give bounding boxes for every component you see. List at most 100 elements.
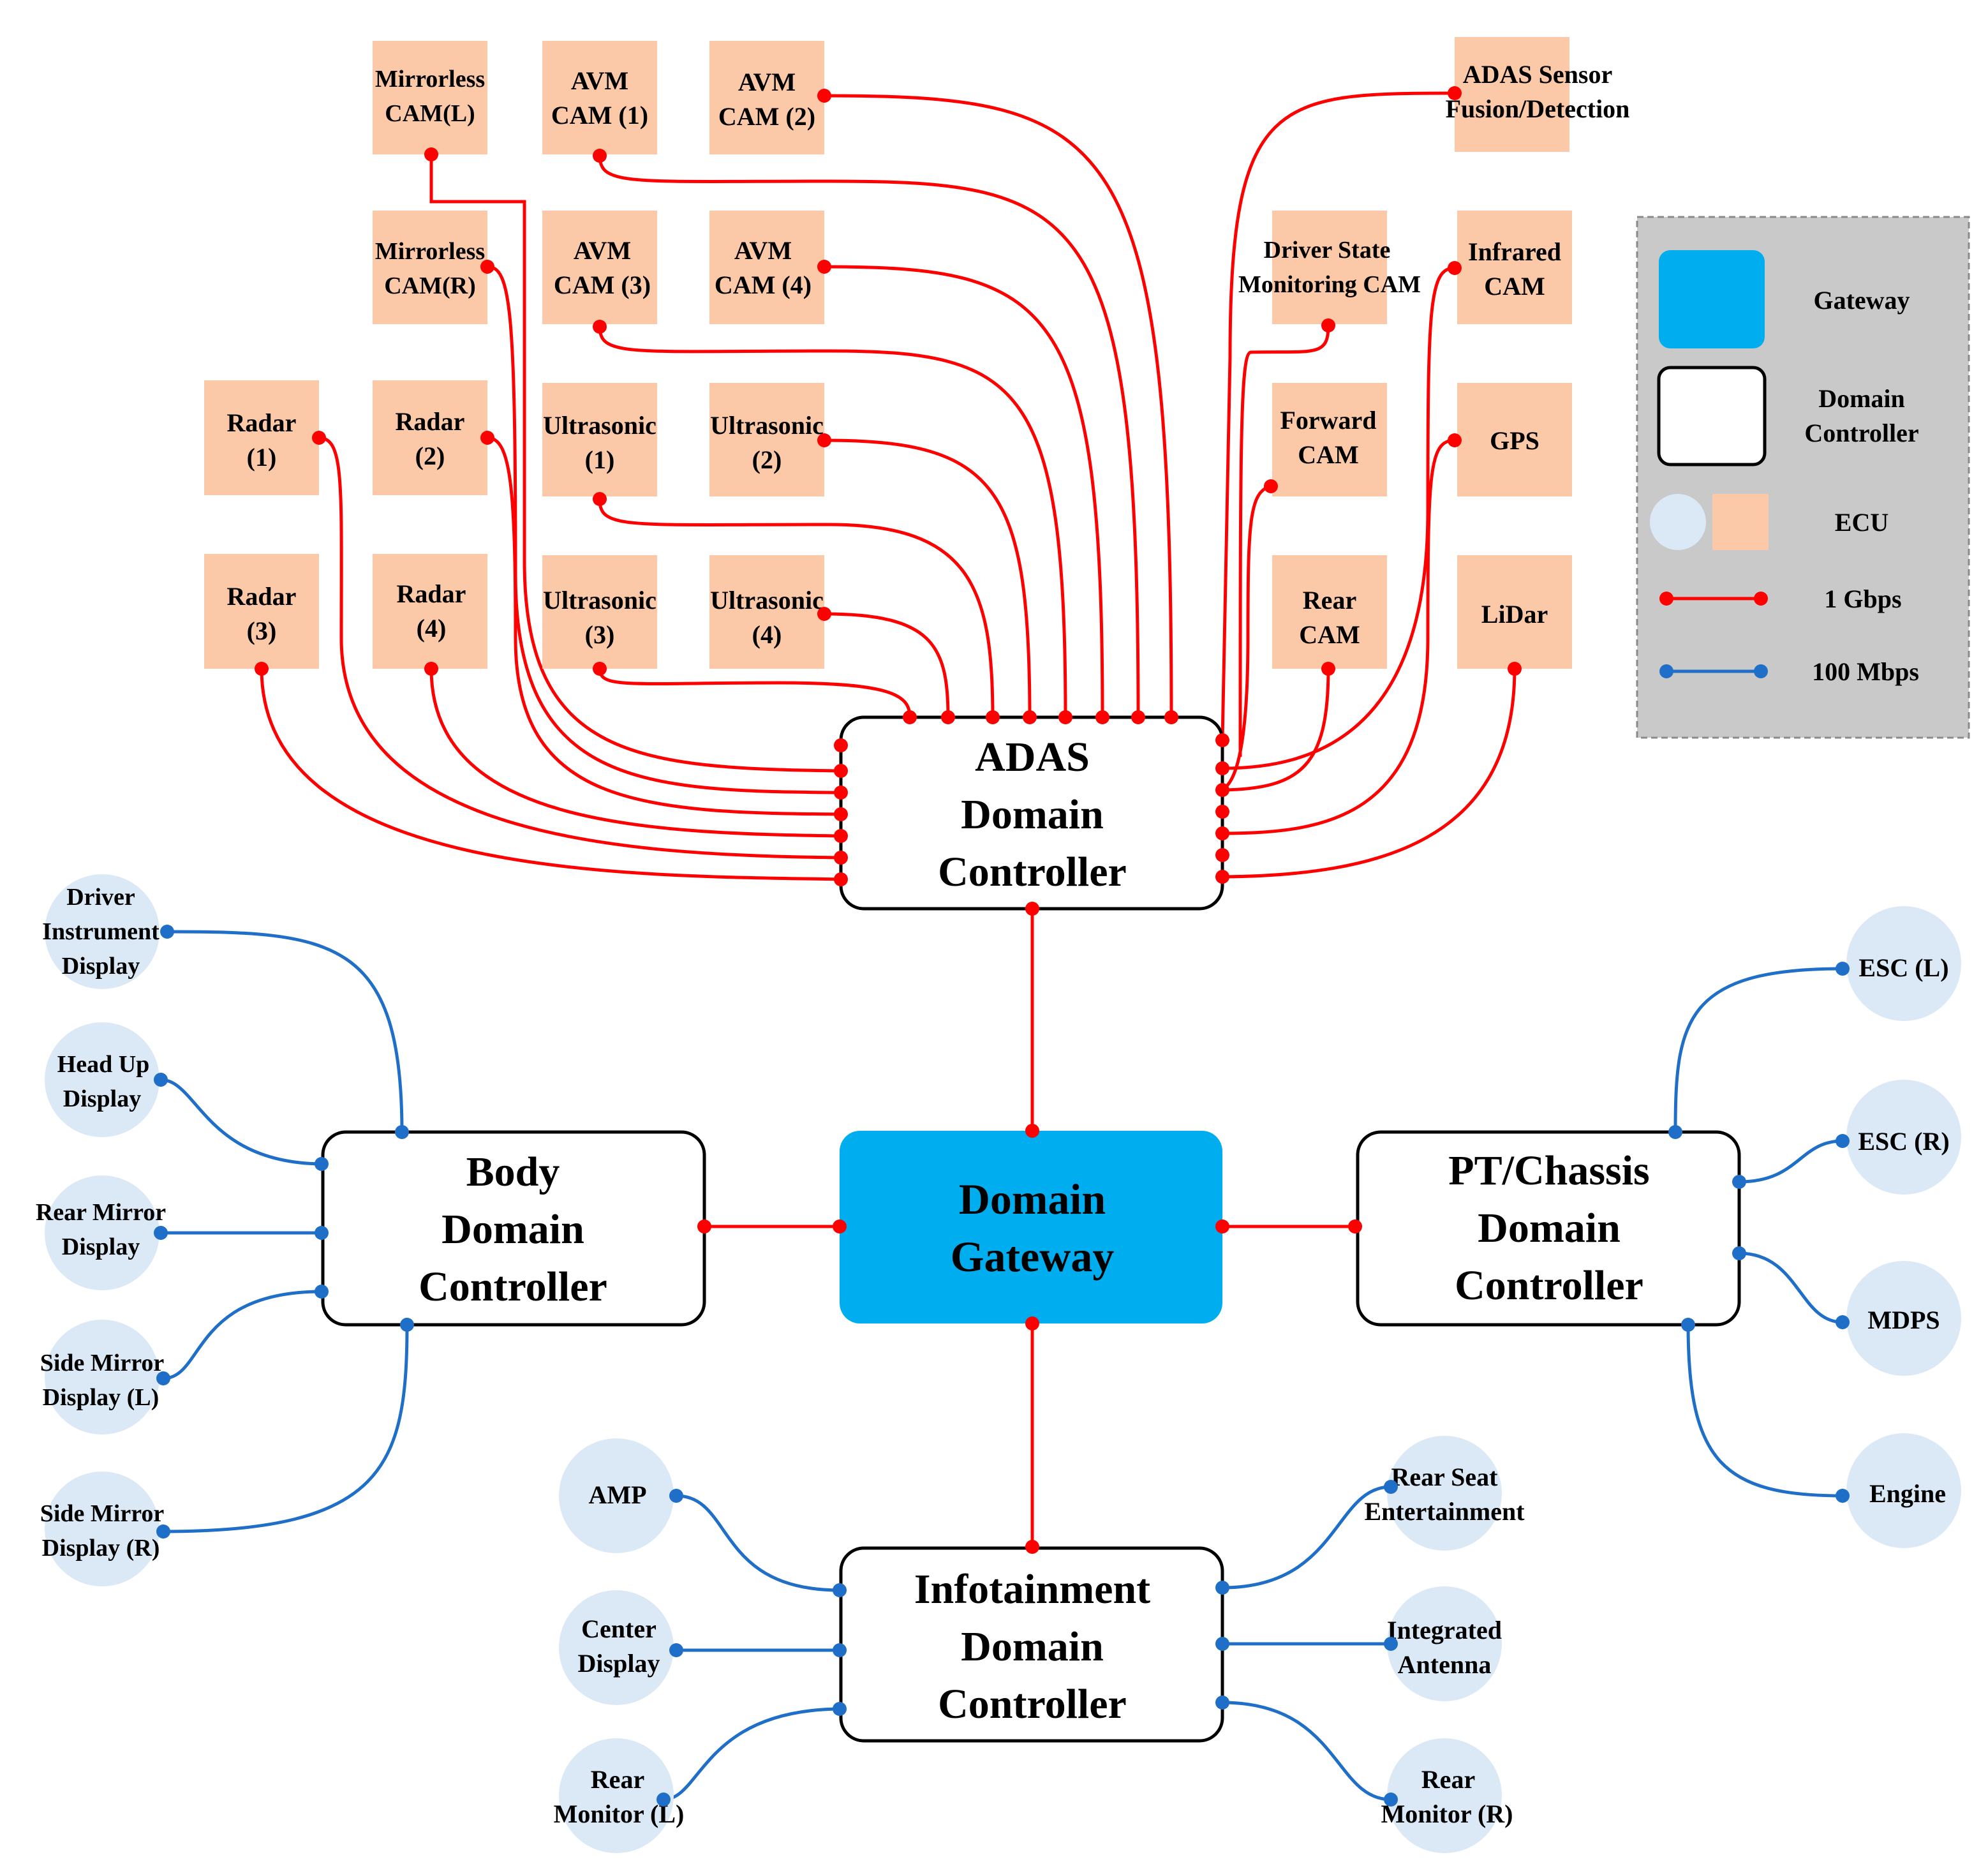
ecu-ultra4[interactable] <box>709 555 824 669</box>
ecu-adas-sensor[interactable] <box>1455 37 1569 152</box>
dot <box>1095 710 1109 724</box>
dot <box>1321 662 1335 676</box>
domain-gateway[interactable] <box>840 1131 1222 1323</box>
ecu-radar4[interactable] <box>373 554 487 669</box>
ecu-ultra2-label: Ultrasonic(2) <box>710 411 824 474</box>
ecu-engine[interactable] <box>1846 1433 1961 1548</box>
ecu-esc-r[interactable] <box>1846 1080 1961 1195</box>
dot <box>834 872 848 886</box>
ecu-center[interactable] <box>559 1590 674 1705</box>
ecu-avm2[interactable] <box>709 41 824 154</box>
ecu-ultra2[interactable] <box>709 383 824 496</box>
legend-gbps-dot <box>1754 592 1768 606</box>
link-side-r <box>163 1324 409 1533</box>
ecu-radar1[interactable] <box>204 380 319 495</box>
ecu-hud[interactable] <box>45 1022 159 1137</box>
dot <box>1448 433 1462 447</box>
ecu-radar3[interactable] <box>204 554 319 669</box>
dot <box>400 1318 414 1332</box>
dot <box>1164 710 1178 724</box>
dot <box>593 320 607 334</box>
dot <box>1215 1219 1229 1234</box>
ecu-ultra1[interactable] <box>542 383 657 496</box>
ecu-avm3[interactable] <box>542 211 657 324</box>
ecu-avm4[interactable] <box>709 211 824 324</box>
ecu-side-r[interactable] <box>45 1472 159 1586</box>
ecu-mdps[interactable] <box>1846 1261 1961 1376</box>
ecu-radar3-label: Radar(3) <box>227 582 297 645</box>
ecu-esc-l[interactable] <box>1846 906 1961 1021</box>
dot <box>480 260 494 274</box>
link-rse <box>1222 1485 1391 1590</box>
dot <box>834 829 848 843</box>
ecu-ultra3-label: Ultrasonic(3) <box>543 586 656 649</box>
dot <box>1215 1637 1229 1651</box>
ecu-esc-r-label: ESC (R) <box>1858 1127 1949 1156</box>
ecu-mirrorless-l[interactable] <box>373 41 487 154</box>
dot <box>315 1226 329 1240</box>
ecu-lidar[interactable] <box>1457 555 1572 669</box>
ecu-rear-cam[interactable] <box>1272 555 1387 669</box>
link-radar1 <box>318 436 842 860</box>
dot <box>1836 1489 1850 1503</box>
dot <box>834 786 848 800</box>
ecu-side-l[interactable] <box>45 1320 159 1435</box>
dot <box>833 1219 847 1234</box>
link-lidar <box>1222 668 1517 879</box>
dot <box>156 1371 170 1385</box>
dot <box>1215 870 1229 884</box>
ecu-engine-label: Engine <box>1869 1479 1946 1508</box>
ecu-driver-instr[interactable] <box>45 874 159 989</box>
dot <box>903 710 917 724</box>
ecu-rear-mirror[interactable] <box>45 1175 159 1290</box>
dot <box>1025 1540 1039 1554</box>
dot <box>1384 1480 1398 1494</box>
ecu-antenna[interactable] <box>1387 1586 1502 1701</box>
legend-gbps-dot <box>1659 592 1673 606</box>
legend-gateway-label: Gateway <box>1813 286 1910 315</box>
dot <box>1023 710 1037 724</box>
ecu-amp-label: AMP <box>588 1480 646 1509</box>
ecu-driver-state[interactable] <box>1272 211 1387 324</box>
dot <box>395 1125 409 1139</box>
ecu-infrared[interactable] <box>1457 211 1572 324</box>
dot <box>817 433 831 447</box>
dot <box>424 662 438 676</box>
link-rear-mon-l <box>663 1707 840 1801</box>
ecu-radar2-label: Radar(2) <box>396 407 465 470</box>
dot <box>1264 479 1278 493</box>
dot <box>1508 662 1522 676</box>
ecu-forward[interactable] <box>1272 383 1387 496</box>
dot <box>1448 86 1462 100</box>
ecu-ultra3[interactable] <box>542 555 657 669</box>
ecu-rse[interactable] <box>1387 1436 1502 1551</box>
ecu-rear-mon-l[interactable] <box>559 1738 674 1853</box>
ecu-gps[interactable] <box>1457 383 1572 496</box>
ecu-radar2[interactable] <box>373 380 487 495</box>
legend-mbps-dot <box>1754 664 1768 678</box>
link-avm2 <box>824 94 1173 718</box>
dot <box>315 1285 329 1299</box>
ecu-mirrorless-r[interactable] <box>373 211 487 324</box>
ecu-mdps-label: MDPS <box>1867 1306 1940 1334</box>
dot <box>1215 733 1229 747</box>
dot <box>154 1073 168 1087</box>
ecu-avm1[interactable] <box>542 41 657 154</box>
link-avm3 <box>598 326 1067 718</box>
link-engine <box>1686 1324 1843 1498</box>
ecu-amp[interactable] <box>559 1438 674 1553</box>
legend-ecu-square <box>1712 494 1769 550</box>
ecu-rear-mon-r[interactable] <box>1387 1738 1502 1853</box>
dot <box>255 662 269 676</box>
